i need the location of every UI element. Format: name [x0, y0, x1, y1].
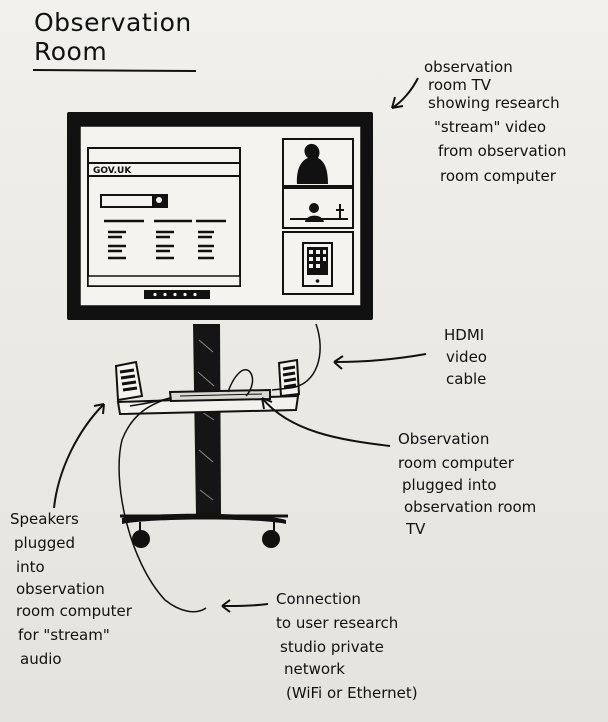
speakers-note-line-3: into — [16, 558, 45, 576]
speakers-note-line-6: for "stream" — [18, 626, 110, 644]
hdmi-note-line-3: cable — [446, 370, 486, 388]
computer-note-line-4: observation room — [404, 498, 536, 516]
arrow-connection — [221, 603, 269, 607]
arrow-tv — [391, 77, 419, 109]
video-panel-room — [282, 187, 354, 229]
arrows — [53, 77, 427, 613]
computer-note-line-5: TV — [405, 520, 426, 538]
speakers-note-line-7: audio — [20, 650, 62, 668]
video-panel-device — [282, 231, 354, 295]
annotation-computer: Observation room computer plugged into o… — [398, 430, 536, 538]
research-stream-browser: GOV.UK — [87, 147, 241, 287]
computer-note-line-2: room computer — [398, 454, 515, 472]
annotation-connection: Connection to user research studio priva… — [276, 590, 418, 702]
title-line-1: Observation — [34, 8, 192, 37]
speaker-right — [277, 358, 301, 398]
computer-note-line-1: Observation — [398, 430, 489, 448]
hdmi-note-line-1: HDMI — [444, 326, 484, 344]
connection-note-line-2: to user research — [276, 614, 398, 632]
wheel-right — [262, 530, 280, 548]
tv-note-line-4: "stream" video — [434, 118, 546, 136]
speakers-note-line-4: observation — [16, 580, 105, 598]
computer-note-line-3: plugged into — [402, 476, 497, 494]
video-panel-participant — [282, 138, 354, 187]
annotation-tv: observation room TV showing research "st… — [424, 58, 566, 185]
arrow-computer — [261, 397, 391, 447]
connection-note-line-1: Connection — [276, 590, 361, 608]
tv-note-line-5: from observation — [438, 142, 566, 160]
connection-note-line-3: studio private — [280, 638, 384, 656]
connection-note-line-4: network — [284, 660, 345, 678]
taskbar — [144, 290, 210, 299]
connection-note-line-5: (WiFi or Ethernet) — [286, 684, 418, 702]
speakers-note-line-5: room computer — [16, 602, 133, 620]
hdmi-cable — [271, 323, 321, 391]
wheel-left — [132, 530, 150, 548]
tv-note-line-1: observation — [424, 58, 513, 76]
arrow-speakers — [53, 403, 105, 509]
arrow-hdmi — [333, 353, 427, 363]
speaker-left — [114, 360, 144, 402]
computer-cable — [227, 369, 254, 397]
tv-stand — [120, 324, 288, 548]
observation-room-tv: GOV.UK — [67, 112, 373, 320]
taskbar-dots — [153, 292, 197, 297]
tv-note-line-2: room TV — [428, 76, 492, 94]
gov-uk-logo: GOV.UK — [93, 166, 132, 176]
speakers-note-line-2: plugged — [14, 534, 75, 552]
speaker-cable — [129, 397, 171, 407]
tv-note-line-3: showing research — [428, 94, 560, 112]
cables — [118, 323, 321, 613]
annotation-speakers: Speakers plugged into observation room c… — [10, 510, 133, 668]
tv-note-line-6: room computer — [440, 167, 557, 185]
speakers-note-line-1: Speakers — [10, 510, 79, 528]
content-columns — [104, 219, 226, 260]
title-line-2: Room — [34, 37, 107, 66]
hdmi-note-line-2: video — [446, 348, 487, 366]
annotation-hdmi: HDMI video cable — [444, 326, 487, 388]
network-cable — [118, 397, 207, 613]
title-underline — [32, 69, 197, 72]
